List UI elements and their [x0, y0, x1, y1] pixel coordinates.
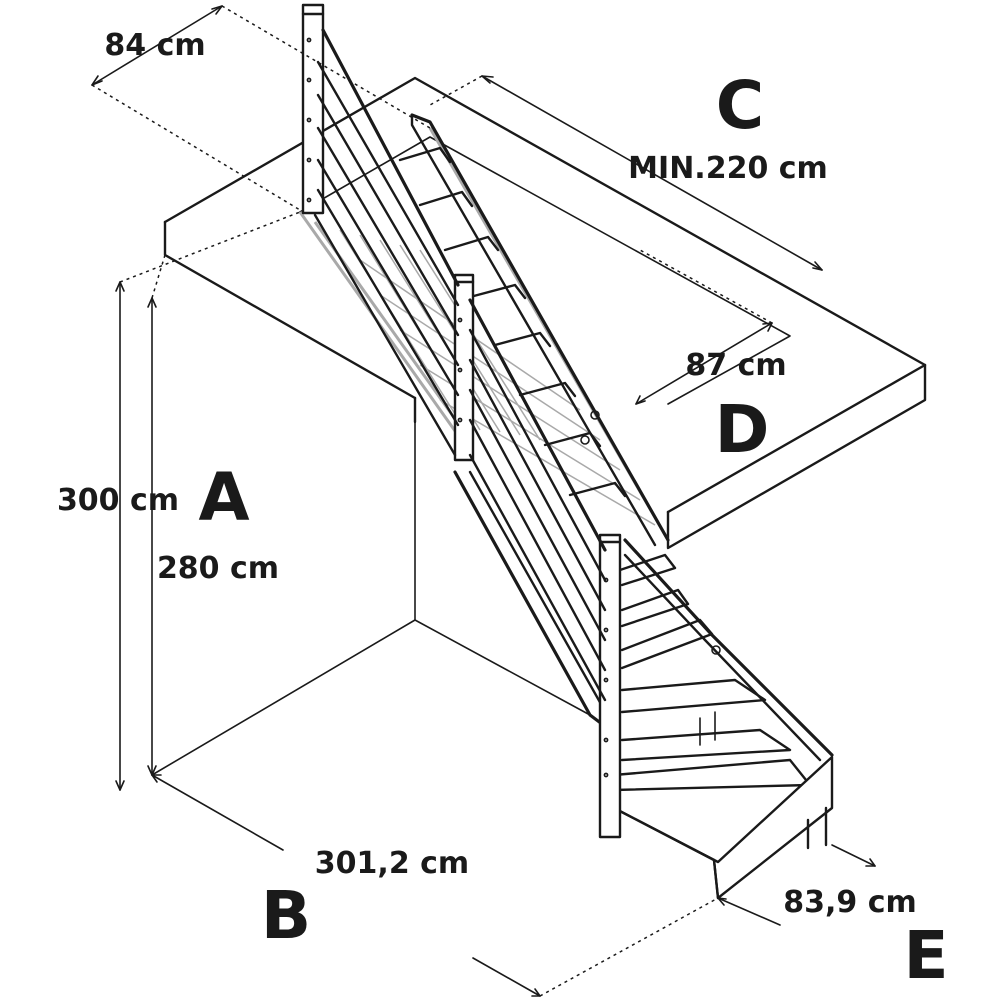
upper-flight	[398, 113, 670, 547]
post-bolts	[306, 37, 609, 778]
label-opening-width: 87 cm	[685, 348, 786, 383]
letter-b: B	[261, 877, 311, 954]
letter-d: D	[715, 391, 770, 468]
label-opening-length: MIN.220 cm	[628, 151, 828, 186]
dim-line-opening-length	[481, 75, 823, 271]
label-length: 301,2 cm	[315, 846, 469, 881]
dim-line-opening-width	[635, 322, 773, 405]
dim-line-bottom-width	[831, 844, 876, 867]
letter-a: A	[198, 459, 249, 536]
room-outline	[151, 421, 591, 776]
letter-e: E	[903, 917, 948, 994]
dim-line-length	[472, 957, 541, 997]
label-floor-height: 280 cm	[157, 551, 279, 586]
lower-flight	[453, 410, 834, 900]
dim-line-top-width	[91, 5, 223, 86]
labels: 84 cm C MIN.220 cm 87 cm D 300 cm A 280 …	[57, 28, 949, 994]
label-top-width: 84 cm	[104, 28, 205, 63]
upper-floor-slab	[163, 76, 927, 550]
letter-c: C	[716, 67, 764, 144]
top-newel-post	[301, 3, 325, 215]
dimension-lines	[91, 5, 876, 997]
label-total-height: 300 cm	[57, 483, 179, 518]
bottom-newel-post	[598, 533, 622, 839]
label-bottom-width: 83,9 cm	[783, 885, 917, 920]
balustrade	[301, 3, 622, 839]
